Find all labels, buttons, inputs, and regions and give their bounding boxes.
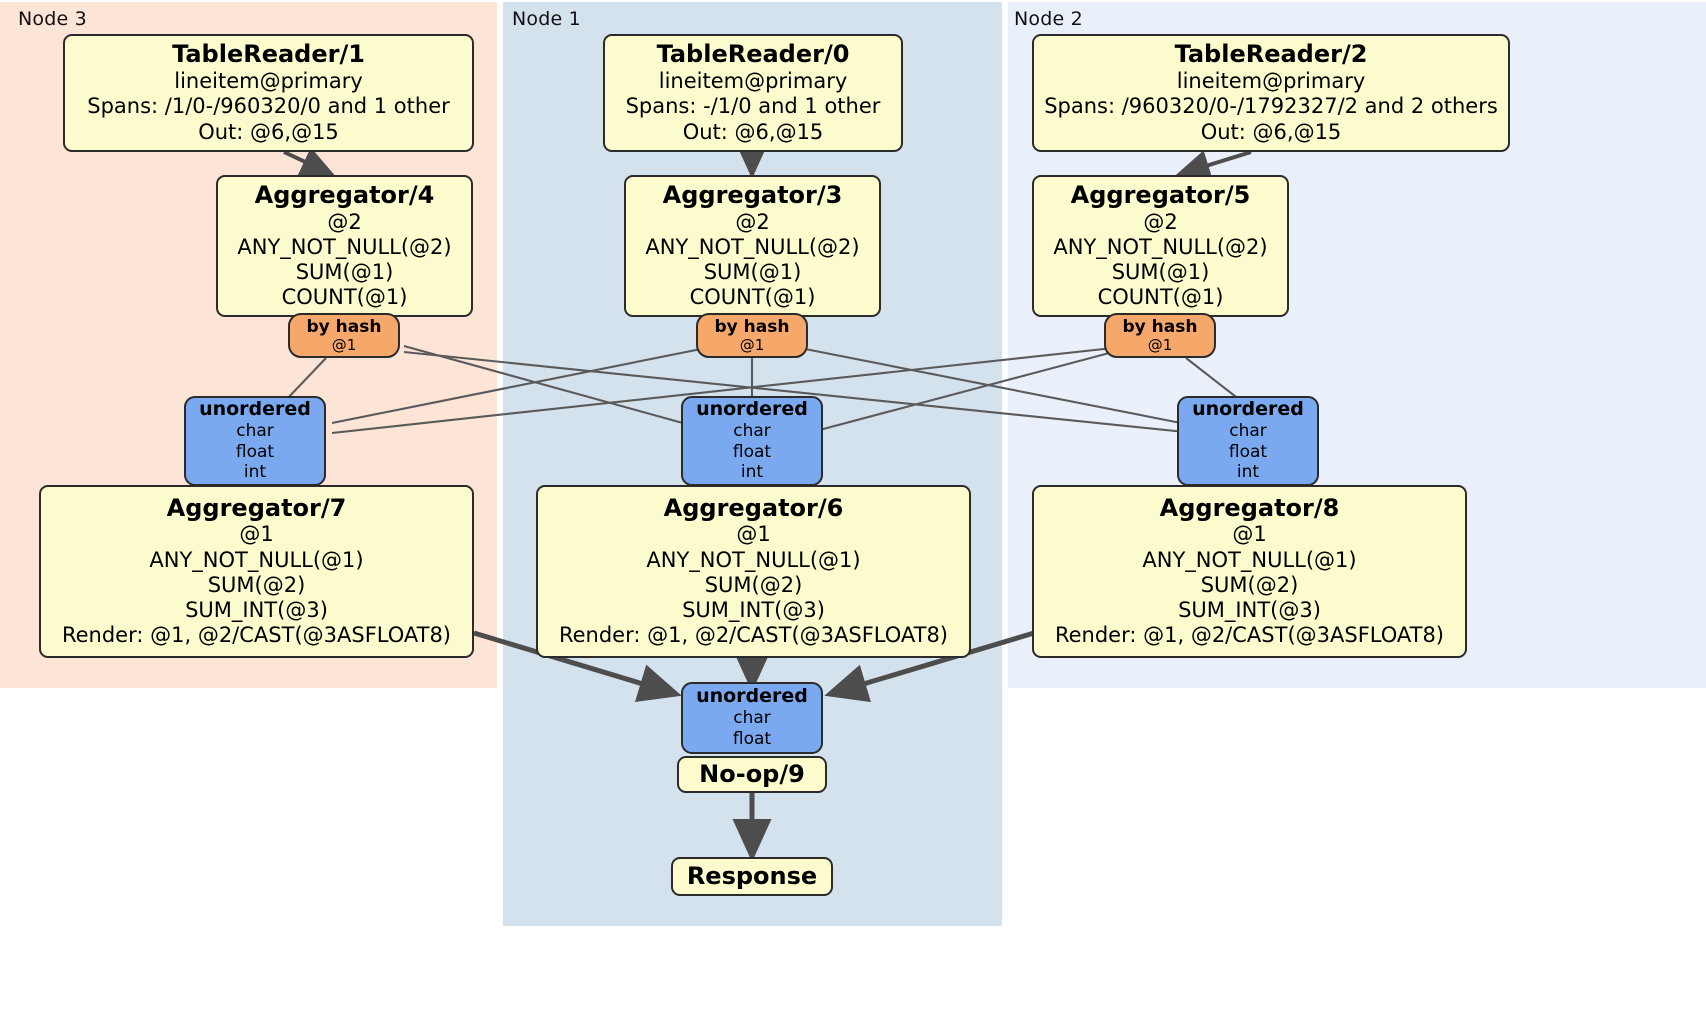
processor-agg-3: COUNT(@1) xyxy=(689,285,816,310)
processor-title: No-op/9 xyxy=(699,760,805,789)
processor-table-reader-2[interactable]: TableReader/2 lineitem@primary Spans: /9… xyxy=(1032,34,1510,152)
processor-aggregator-8[interactable]: Aggregator/8 @1 ANY_NOT_NULL(@1) SUM(@2)… xyxy=(1032,485,1467,658)
inbox-type-2: float xyxy=(732,441,772,462)
processor-agg-1: ANY_NOT_NULL(@2) xyxy=(645,234,860,259)
processor-aggregator-3[interactable]: Aggregator/3 @2 ANY_NOT_NULL(@2) SUM(@1)… xyxy=(624,175,881,317)
processor-no-op-9[interactable]: No-op/9 xyxy=(677,756,827,793)
processor-agg-3: COUNT(@1) xyxy=(1097,285,1224,310)
processor-agg-3: SUM_INT(@3) xyxy=(682,598,825,622)
processor-group-cols: @1 xyxy=(1232,522,1267,547)
processor-group-cols: @2 xyxy=(1143,209,1178,234)
inbox-type-1: char xyxy=(236,420,274,441)
processor-group-cols: @1 xyxy=(736,522,771,547)
inbox-type-2: float xyxy=(1228,441,1268,462)
processor-table-reader-0[interactable]: TableReader/0 lineitem@primary Spans: -/… xyxy=(603,34,903,152)
processor-agg-2: SUM(@2) xyxy=(207,572,306,597)
input-synchronizer-unordered-node1[interactable]: unordered char float int xyxy=(681,396,823,486)
processor-table: lineitem@primary xyxy=(1176,69,1366,94)
router-hash-column: @1 xyxy=(1147,335,1173,354)
processor-title: Aggregator/5 xyxy=(1070,180,1251,209)
processor-title: Aggregator/6 xyxy=(663,493,844,522)
processor-out: Out: @6,@15 xyxy=(1200,119,1342,144)
processor-table-reader-1[interactable]: TableReader/1 lineitem@primary Spans: /1… xyxy=(63,34,474,152)
processor-agg-1: ANY_NOT_NULL(@1) xyxy=(1142,547,1357,572)
processor-aggregator-4[interactable]: Aggregator/4 @2 ANY_NOT_NULL(@2) SUM(@1)… xyxy=(216,175,473,317)
processor-agg-2: SUM(@2) xyxy=(704,572,803,597)
inbox-type-2: float xyxy=(732,728,772,749)
inbox-title: unordered xyxy=(199,397,311,420)
processor-agg-3: SUM_INT(@3) xyxy=(185,598,328,622)
processor-title: Response xyxy=(686,862,818,891)
processor-agg-2: SUM(@1) xyxy=(295,259,394,284)
processor-agg-1: ANY_NOT_NULL(@1) xyxy=(149,547,364,572)
inbox-type-3: int xyxy=(740,462,764,483)
processor-title: TableReader/1 xyxy=(172,40,365,69)
processor-title: TableReader/0 xyxy=(656,40,850,69)
processor-title: Aggregator/8 xyxy=(1159,493,1340,522)
router-title: by hash xyxy=(1122,316,1198,337)
inbox-title: unordered xyxy=(1192,397,1304,420)
node-label-node3: Node 3 xyxy=(18,8,87,30)
processor-aggregator-7[interactable]: Aggregator/7 @1 ANY_NOT_NULL(@1) SUM(@2)… xyxy=(39,485,474,658)
processor-table: lineitem@primary xyxy=(658,69,848,94)
processor-agg-3: SUM_INT(@3) xyxy=(1178,598,1321,622)
inbox-type-2: float xyxy=(235,441,275,462)
processor-out: Out: @6,@15 xyxy=(198,119,339,144)
processor-agg-1: ANY_NOT_NULL(@1) xyxy=(646,547,861,572)
input-synchronizer-unordered-node2[interactable]: unordered char float int xyxy=(1177,396,1319,486)
processor-agg-2: SUM(@1) xyxy=(703,259,802,284)
router-title: by hash xyxy=(306,316,382,337)
output-router-by-hash-node3[interactable]: by hash @1 xyxy=(288,313,400,358)
processor-group-cols: @2 xyxy=(735,209,770,234)
inbox-type-1: char xyxy=(1229,420,1267,441)
router-hash-column: @1 xyxy=(331,335,357,354)
inbox-type-1: char xyxy=(733,708,771,729)
processor-response[interactable]: Response xyxy=(671,857,833,896)
input-synchronizer-unordered-final[interactable]: unordered char float xyxy=(681,682,823,754)
node-label-node2: Node 2 xyxy=(1014,8,1083,30)
processor-group-cols: @1 xyxy=(239,522,274,547)
inbox-type-3: int xyxy=(1236,462,1260,483)
processor-table: lineitem@primary xyxy=(174,69,363,94)
processor-agg-3: COUNT(@1) xyxy=(281,285,408,310)
node-label-node1: Node 1 xyxy=(512,8,581,30)
inbox-title: unordered xyxy=(696,685,808,708)
processor-spans: Spans: /960320/0-/1792327/2 and 2 others xyxy=(1044,94,1498,119)
processor-aggregator-6[interactable]: Aggregator/6 @1 ANY_NOT_NULL(@1) SUM(@2)… xyxy=(536,485,971,658)
inbox-type-3: int xyxy=(243,462,267,483)
router-title: by hash xyxy=(714,316,790,337)
router-hash-column: @1 xyxy=(739,335,765,354)
output-router-by-hash-node2[interactable]: by hash @1 xyxy=(1104,313,1216,358)
processor-agg-2: SUM(@2) xyxy=(1200,572,1299,597)
output-router-by-hash-node1[interactable]: by hash @1 xyxy=(696,313,808,358)
processor-spans: Spans: /1/0-/960320/0 and 1 other xyxy=(87,94,450,119)
processor-group-cols: @2 xyxy=(327,209,362,234)
processor-title: Aggregator/4 xyxy=(254,180,435,209)
processor-agg-1: ANY_NOT_NULL(@2) xyxy=(237,234,452,259)
inbox-type-1: char xyxy=(733,420,771,441)
processor-render: Render: @1, @2/CAST(@3ASFLOAT8) xyxy=(558,623,949,648)
processor-title: TableReader/2 xyxy=(1174,40,1368,69)
processor-agg-1: ANY_NOT_NULL(@2) xyxy=(1053,234,1268,259)
processor-spans: Spans: -/1/0 and 1 other xyxy=(625,94,881,119)
processor-render: Render: @1, @2/CAST(@3ASFLOAT8) xyxy=(1054,623,1445,648)
processor-render: Render: @1, @2/CAST(@3ASFLOAT8) xyxy=(61,623,452,648)
processor-out: Out: @6,@15 xyxy=(682,119,824,144)
processor-title: Aggregator/3 xyxy=(662,180,843,209)
processor-agg-2: SUM(@1) xyxy=(1111,259,1210,284)
input-synchronizer-unordered-node3[interactable]: unordered char float int xyxy=(184,396,326,486)
processor-aggregator-5[interactable]: Aggregator/5 @2 ANY_NOT_NULL(@2) SUM(@1)… xyxy=(1032,175,1289,317)
processor-title: Aggregator/7 xyxy=(166,493,347,522)
inbox-title: unordered xyxy=(696,397,808,420)
